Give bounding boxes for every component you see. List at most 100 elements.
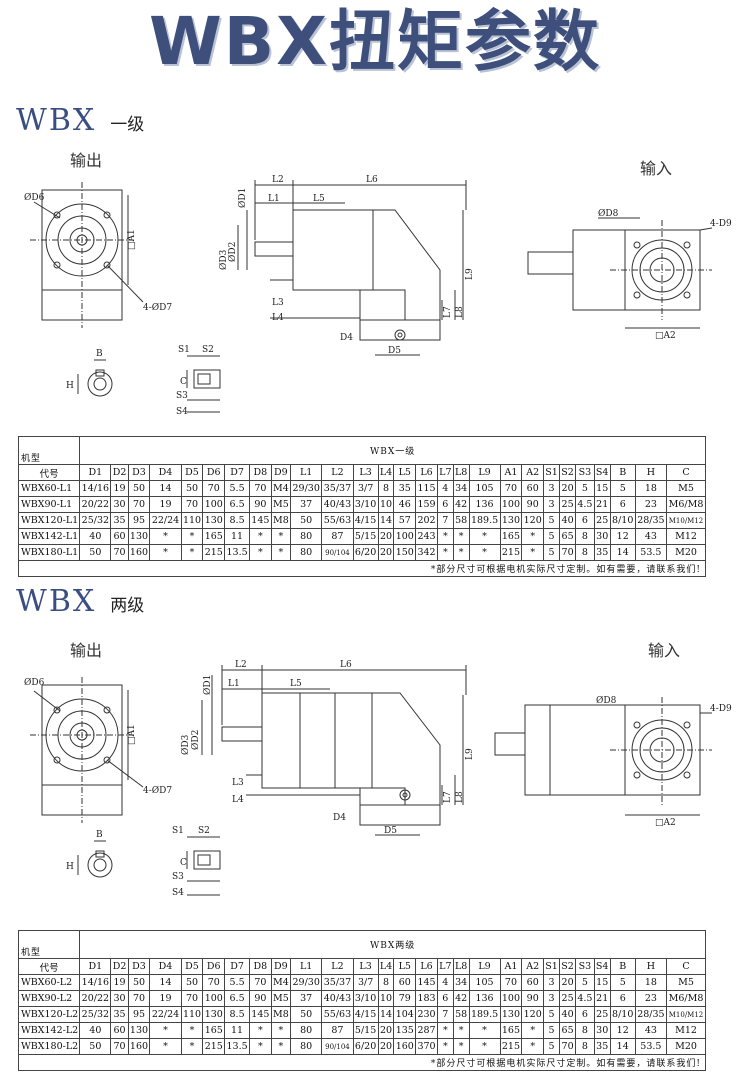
table-column-header: L7 (436, 958, 454, 975)
table-column-header: A1 (499, 958, 523, 975)
input-flange-view (527, 217, 713, 329)
table-cell: * (468, 544, 501, 561)
table-cell: M12 (666, 528, 706, 545)
table-cell: 40 (79, 528, 112, 545)
technical-drawing-2: ØD6 □A1 4-ØD7 L2 L6 L1 L5 ØD1 ØD2 ØD3 L9… (24, 660, 732, 898)
table-column-header: D2 (110, 958, 129, 975)
table-cell: 165 (202, 1022, 226, 1039)
table-cell: M10/M12 (666, 512, 706, 529)
table-column-header: D3 (127, 464, 151, 481)
table-column-header: L6 (415, 464, 438, 481)
side-view (237, 180, 467, 356)
table-column-header: D8 (248, 958, 272, 975)
table-cell: 100 (202, 990, 226, 1007)
table-cell: 35 (110, 512, 129, 529)
table-cell: 3 (543, 990, 561, 1007)
table-cell: 130 (499, 512, 523, 529)
table-column-header: D6 (202, 464, 226, 481)
table-cell: WBX180-L1 (17, 544, 81, 561)
table-cell: WBX90-L2 (17, 990, 81, 1007)
table-cell: 342 (415, 544, 438, 561)
table-cell: 21 (593, 496, 611, 513)
table-cell: 95 (127, 512, 151, 529)
table-cell: 30 (110, 496, 129, 513)
table-cell: 6/20 (352, 544, 379, 561)
table-column-header: L1 (290, 958, 323, 975)
table-cell: 70 (248, 974, 272, 991)
table-cell: 35 (393, 480, 417, 497)
side-view (201, 665, 467, 836)
dim-L4: L4 (232, 795, 244, 805)
table-cell: 6 (609, 496, 636, 513)
table-cell: 5 (575, 480, 595, 497)
dim-C: C (180, 858, 187, 868)
table-cell: 20 (377, 544, 395, 561)
table-column-header: D4 (149, 464, 182, 481)
table-column-header: L9 (468, 958, 501, 975)
table-note-row: *部分尺寸可根据电机实际尺寸定制。如有需要，请联系我们! (18, 560, 706, 577)
table-cell: 70 (248, 480, 272, 497)
table-cell: M8 (270, 512, 292, 529)
table-cell: 15 (593, 480, 611, 497)
table-cell: 5 (609, 974, 636, 991)
page-title: WBX扭矩参数 (149, 3, 601, 80)
table-cell: 14 (609, 544, 636, 561)
table-cell: * (468, 1038, 501, 1055)
table-cell: 230 (415, 1006, 438, 1023)
table-column-header: H (634, 958, 668, 975)
stage-label: 两级 (110, 596, 145, 616)
table-cell: M10/M12 (666, 1006, 706, 1023)
table-cell: 50 (290, 1006, 323, 1023)
table-column-header: D5 (180, 464, 204, 481)
dim-B: B (96, 349, 103, 359)
table-code-header: 代号 (17, 958, 81, 975)
table-cell: 6.5 (224, 496, 250, 513)
table-cell: 105 (468, 480, 501, 497)
table-column-header: D5 (180, 958, 204, 975)
table-cell: 80 (290, 528, 323, 545)
table-cell: 11 (224, 1022, 250, 1039)
table-cell: 160 (393, 1038, 417, 1055)
dim-L7: L7 (443, 306, 453, 318)
table-cell: WBX60-L1 (17, 480, 81, 497)
table-cell: * (270, 1022, 292, 1039)
table-cell: * (436, 1022, 454, 1039)
table-cell: 12 (609, 528, 636, 545)
table-cell: 4.5 (575, 990, 595, 1007)
table-cell: 8 (575, 1038, 595, 1055)
table-column-header: S2 (559, 958, 577, 975)
table-cell: 95 (127, 1006, 151, 1023)
table-cell: 6 (575, 1006, 595, 1023)
table-column-header: L1 (290, 464, 323, 481)
table-cell: 28/35 (634, 512, 668, 529)
table-cell: M5 (270, 990, 292, 1007)
table-cell: 5 (543, 1038, 561, 1055)
dim-D2: ØD2 (190, 730, 201, 750)
input-label: 输入 (648, 641, 681, 660)
table-cell: WBX60-L2 (17, 974, 81, 991)
dim-D6: ØD6 (24, 677, 45, 688)
dim-L9: L9 (465, 268, 475, 280)
table-cell: 183 (415, 990, 438, 1007)
table-cell: 53.5 (634, 544, 668, 561)
table-cell: 165 (499, 1022, 523, 1039)
table-cell: 50 (290, 512, 323, 529)
dim-B: B (96, 830, 103, 840)
table-cell: 130 (499, 1006, 523, 1023)
output-label: 输出 (70, 641, 103, 660)
table-cell: 35/37 (321, 974, 354, 991)
dim-L3: L3 (232, 778, 244, 788)
table-cell: 23 (634, 990, 668, 1007)
dim-A1: □A1 (127, 724, 137, 745)
table-cell: 110 (180, 512, 204, 529)
table-cell: 110 (180, 1006, 204, 1023)
table-cell: 70 (127, 990, 151, 1007)
dim-L5: L5 (290, 679, 302, 689)
table-cell: 25 (559, 496, 577, 513)
table-cell: 15 (593, 974, 611, 991)
